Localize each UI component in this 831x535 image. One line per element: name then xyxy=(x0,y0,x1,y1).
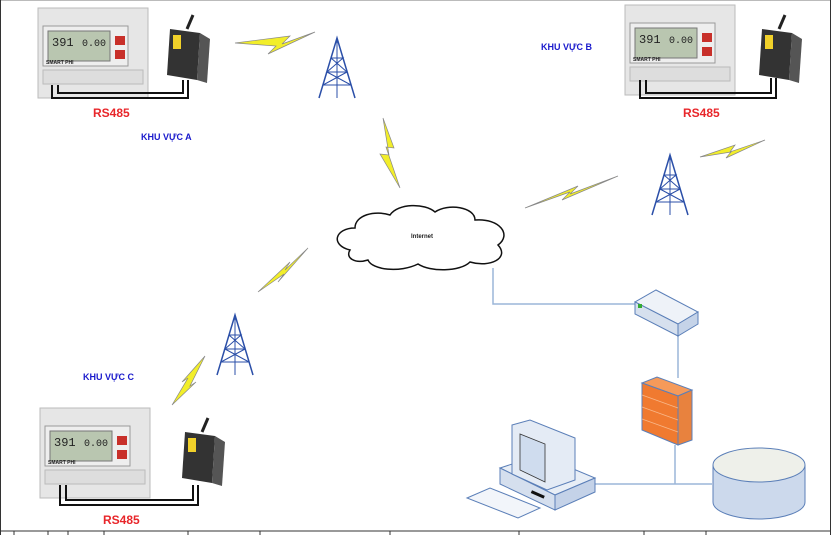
svg-text:0.00: 0.00 xyxy=(82,39,106,50)
internet-cloud-icon xyxy=(336,204,505,271)
area-a-label: KHU VỰC A xyxy=(141,132,192,142)
svg-text:SMART PHI: SMART PHI xyxy=(48,460,76,466)
energy-meter-a: 391 0.00 SMART PHI xyxy=(37,7,149,99)
rs485-label-b: RS485 xyxy=(683,106,720,120)
lightning-signal-icon xyxy=(379,117,401,189)
router-icon xyxy=(633,289,700,337)
svg-text:SMART PHI: SMART PHI xyxy=(46,60,74,66)
svg-text:SMART PHI: SMART PHI xyxy=(633,57,661,63)
internet-label: Internet xyxy=(411,234,434,240)
keyboard-icon xyxy=(465,487,542,519)
cell-tower-icon-c xyxy=(216,314,254,376)
gsm-modem-icon-c xyxy=(180,416,227,488)
svg-text:391: 391 xyxy=(54,436,76,450)
area-c-label: KHU VỰC C xyxy=(83,372,134,382)
svg-text:0.00: 0.00 xyxy=(84,439,108,450)
lightning-signal-icon xyxy=(699,139,766,159)
rs485-cable-c xyxy=(59,485,199,506)
firewall-icon xyxy=(640,376,694,446)
gsm-modem-icon-a xyxy=(165,13,212,85)
svg-text:391: 391 xyxy=(52,36,74,50)
cell-tower-icon-a xyxy=(318,37,356,99)
energy-meter-c: 391 0.00 SMART PHI xyxy=(39,407,151,499)
lightning-signal-icon xyxy=(257,247,309,293)
cell-tower-icon-b xyxy=(651,154,689,216)
svg-text:0.00: 0.00 xyxy=(669,36,693,47)
network-links xyxy=(492,268,712,485)
computer-icon xyxy=(498,419,597,511)
database-icon xyxy=(712,447,806,520)
area-b-label: KHU VỰC B xyxy=(541,42,592,52)
svg-text:391: 391 xyxy=(639,33,661,47)
rs485-label-c: RS485 xyxy=(103,513,140,527)
lightning-signal-icon xyxy=(234,31,316,55)
rs485-cable-b xyxy=(639,78,777,99)
rs485-cable-a xyxy=(51,80,189,99)
rs485-label-a: RS485 xyxy=(93,106,130,120)
energy-meter-b: 391 0.00 SMART PHI xyxy=(624,4,736,96)
lightning-signal-icon xyxy=(524,175,619,209)
lightning-signal-icon xyxy=(171,355,206,406)
gsm-modem-icon-b xyxy=(757,13,804,85)
